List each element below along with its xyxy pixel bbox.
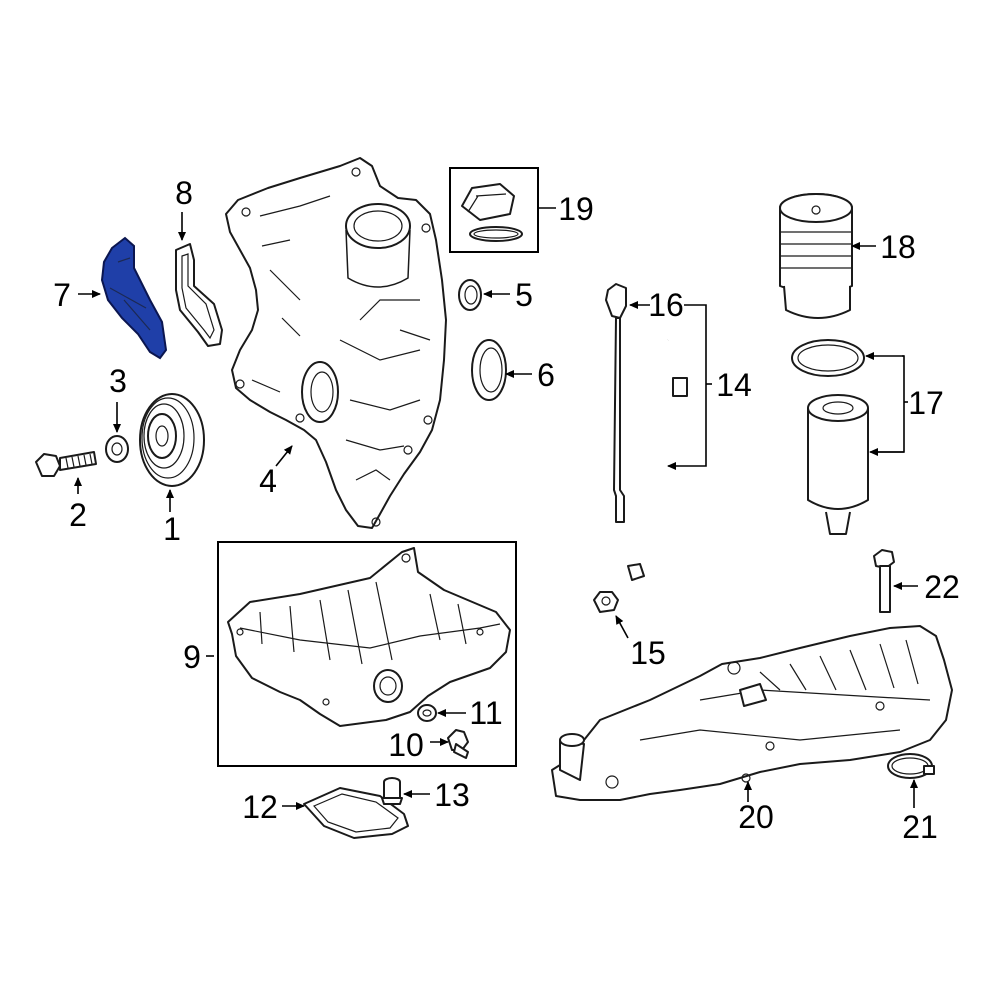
callout-6: 6	[537, 357, 555, 393]
callout-13: 13	[434, 777, 470, 813]
callout-11: 11	[469, 695, 502, 731]
part-1-pulley[interactable]	[139, 393, 205, 487]
part-3-washer[interactable]	[105, 435, 129, 463]
callout-1: 1	[163, 511, 181, 547]
leader-4	[275, 445, 293, 467]
callout-8: 8	[175, 175, 193, 211]
part-17-o-ring[interactable]	[791, 339, 865, 377]
part-10-drain-plug[interactable]	[447, 729, 469, 759]
part-9-oil-pan[interactable]	[217, 541, 517, 767]
part-13-plug[interactable]	[381, 777, 403, 805]
part-2-bolt[interactable]	[35, 451, 97, 477]
callout-9: 9	[183, 639, 201, 675]
callout-15: 15	[630, 635, 666, 671]
leader-15	[615, 615, 629, 639]
callout-19: 19	[558, 191, 594, 227]
part-21-clamp[interactable]	[887, 753, 935, 779]
callout-14: 14	[716, 367, 752, 403]
callout-16: 16	[648, 287, 684, 323]
callout-2: 2	[69, 497, 87, 533]
part-22-bolt[interactable]	[873, 549, 895, 613]
callout-18: 18	[880, 229, 916, 265]
part-19-cap-and-ring[interactable]	[449, 167, 539, 253]
leader-14	[667, 304, 707, 470]
callout-labels: 1 2 3 4 5 6 7 8 9 10 11 12 13 14 15 16 1…	[53, 175, 960, 845]
callout-3: 3	[109, 363, 127, 399]
part-14-guide-tube[interactable]	[627, 333, 688, 581]
callout-21: 21	[902, 809, 938, 845]
callout-20: 20	[738, 799, 774, 835]
part-16-dipstick[interactable]	[605, 283, 627, 523]
part-6-seal[interactable]	[471, 339, 507, 401]
callout-17: 17	[908, 385, 944, 421]
callout-22: 22	[924, 569, 960, 605]
part-4-timing-cover[interactable]	[225, 157, 447, 529]
callout-4: 4	[259, 463, 277, 499]
part-8-gasket[interactable]	[175, 243, 223, 347]
part-18-filter-cap[interactable]	[779, 193, 853, 319]
callout-7: 7	[53, 277, 71, 313]
part-11-washer[interactable]	[417, 704, 437, 722]
leader-17	[872, 355, 905, 453]
part-5-seal[interactable]	[458, 279, 482, 311]
part-17-filter-element[interactable]	[807, 394, 869, 535]
leader-lines	[74, 207, 918, 810]
part-15-nut[interactable]	[593, 591, 619, 613]
callout-10: 10	[388, 727, 424, 763]
part-7-bracket[interactable]	[100, 236, 168, 360]
callout-5: 5	[515, 277, 533, 313]
callout-12: 12	[242, 789, 278, 825]
part-20-intake-manifold[interactable]	[551, 625, 953, 801]
